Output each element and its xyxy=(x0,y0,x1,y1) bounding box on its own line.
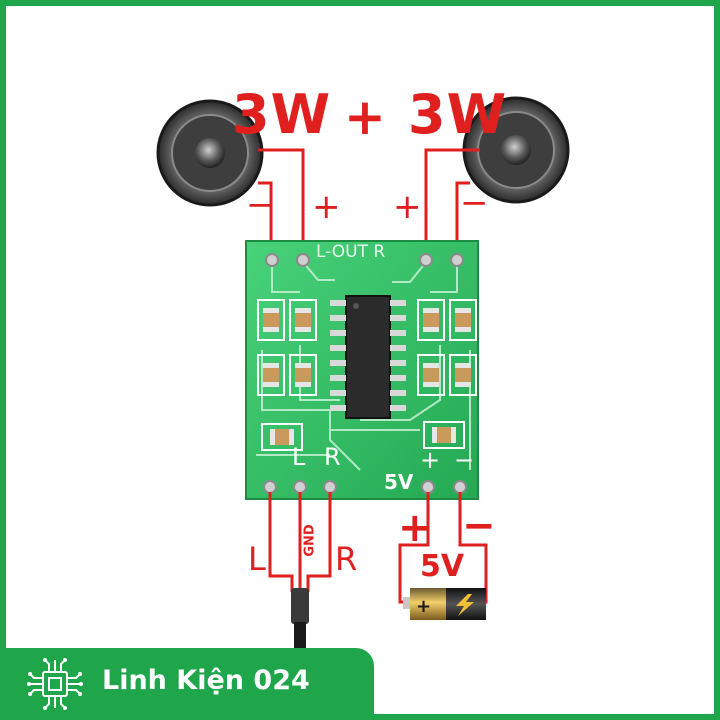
audio-jack-cable xyxy=(291,588,309,650)
speaker-wires xyxy=(258,148,480,258)
left-speaker-power-label: 3W xyxy=(232,83,332,146)
board-supply-minus-silkscreen: − xyxy=(454,446,475,474)
brand-banner: Linh Kiện 024 xyxy=(0,648,374,720)
right-speaker-power-label: 3W xyxy=(408,83,508,146)
svg-text:+: + xyxy=(416,596,431,617)
left-speaker-minus-label: − xyxy=(246,185,275,225)
left-speaker-plus-label: + xyxy=(312,187,341,227)
board-input-left-silkscreen: L xyxy=(292,443,306,471)
battery: + xyxy=(403,588,486,620)
board-input-right-silkscreen: R xyxy=(324,443,341,471)
board-output-silkscreen: L-OUT R xyxy=(316,242,386,262)
board-supply-silkscreen: 5V xyxy=(384,470,414,494)
input-right-label: R xyxy=(335,540,358,578)
supply-voltage-label: 5V xyxy=(420,549,465,584)
circuit-chip-logo-icon xyxy=(27,658,83,710)
supply-minus-label: − xyxy=(462,503,496,549)
left-speaker xyxy=(156,99,264,207)
input-left-label: L xyxy=(248,540,266,578)
amplifier-board xyxy=(245,240,479,500)
board-supply-plus-silkscreen: + xyxy=(420,446,441,474)
brand-name: Linh Kiện 024 xyxy=(102,665,310,696)
input-ground-label: GND xyxy=(302,524,318,557)
total-power-plus-label: + xyxy=(344,88,386,146)
amplifier-chip xyxy=(330,295,406,419)
right-speaker-minus-label: − xyxy=(460,183,489,223)
solder-pads xyxy=(263,253,467,494)
supply-plus-label: + xyxy=(398,505,432,551)
audio-input-wires xyxy=(268,492,332,592)
right-speaker-plus-label: + xyxy=(393,187,422,227)
smd-components xyxy=(257,299,477,451)
